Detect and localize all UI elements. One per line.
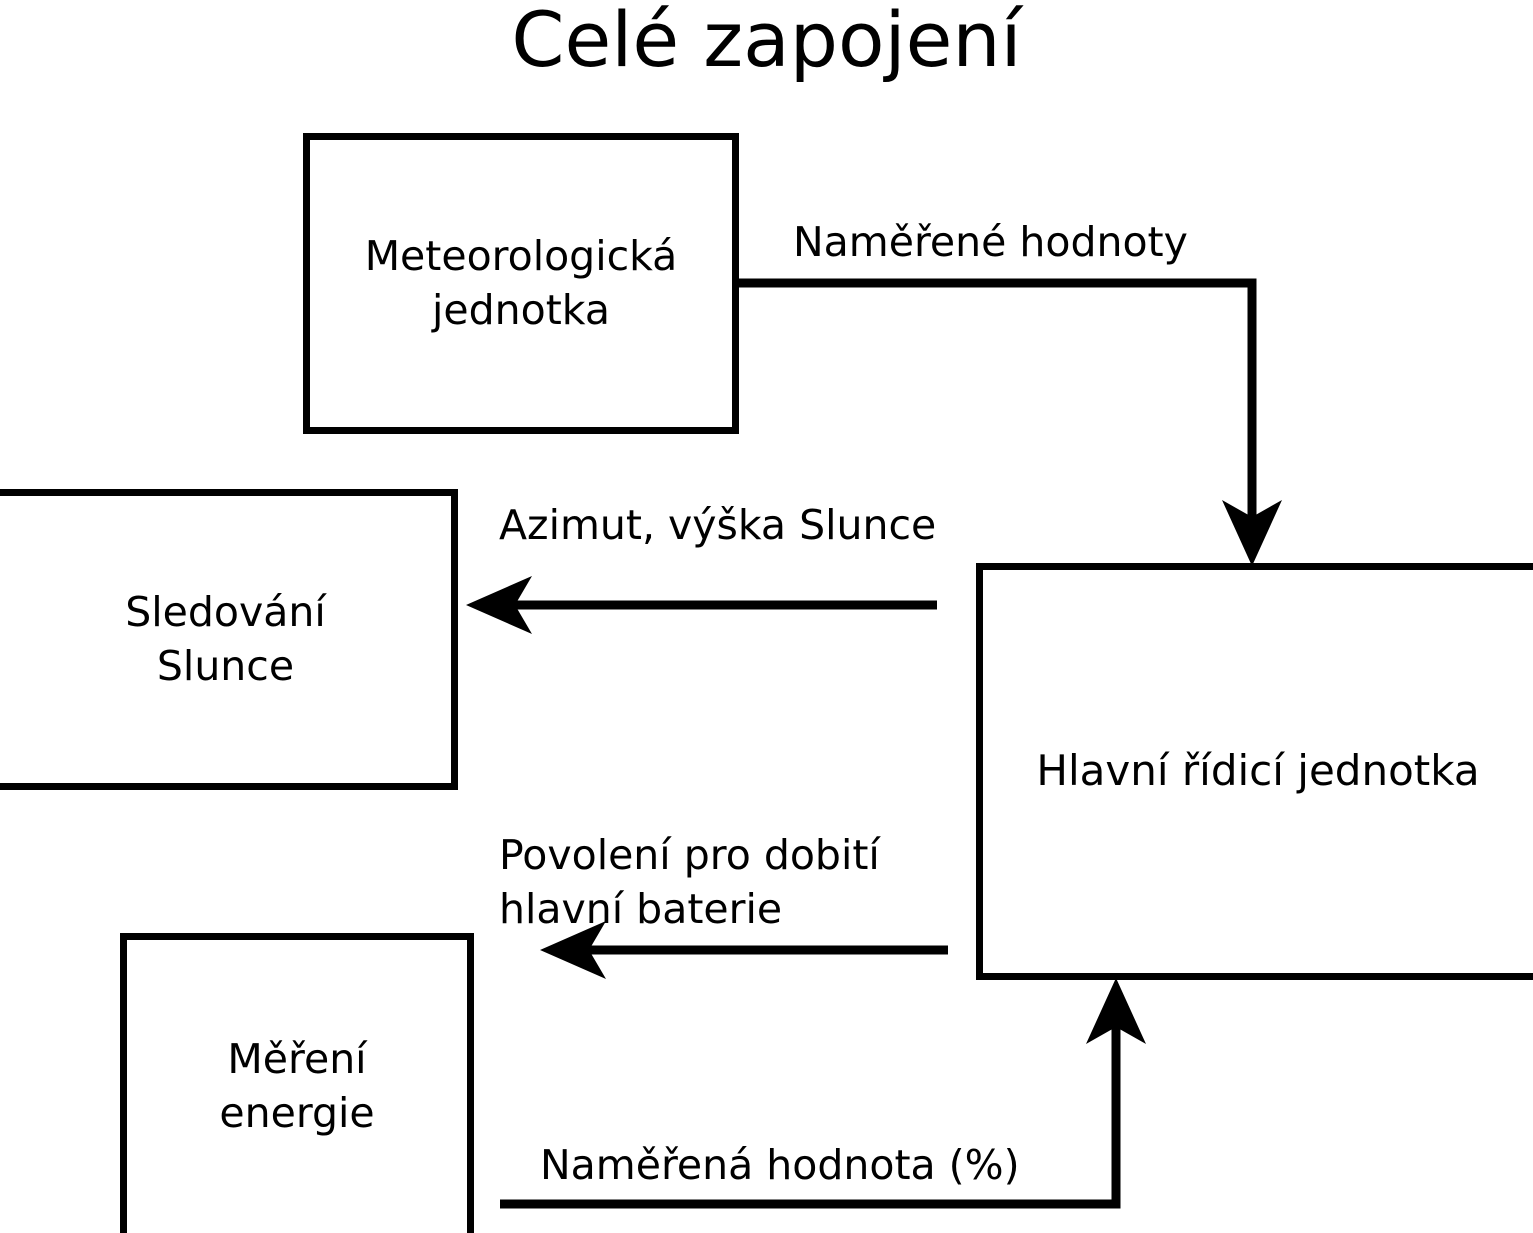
node-energy-measurement-label: Měření energie	[219, 1035, 375, 1137]
node-energy-measurement[interactable]: Měření energie	[120, 933, 474, 1233]
node-meteorological-unit-label: Meteorologická jednotka	[364, 232, 678, 334]
node-sun-tracking-label: Sledování Slunce	[125, 588, 326, 690]
connector-measured-values	[739, 278, 1282, 566]
node-meteorological-unit[interactable]: Meteorologická jednotka	[303, 133, 739, 434]
edge-label-measured-values: Naměřené hodnoty	[793, 218, 1188, 266]
page-title: Celé zapojení	[511, 0, 1022, 84]
edge-label-charge-permission: Povolení pro dobití hlavní baterie	[499, 831, 880, 934]
node-main-control-unit[interactable]: Hlavní řídicí jednotka	[976, 563, 1533, 980]
connector-charge-permission	[540, 921, 948, 979]
node-sun-tracking[interactable]: Sledování Slunce	[0, 489, 458, 790]
connector-azimuth	[466, 576, 937, 634]
edge-label-measured-value-percent: Naměřená hodnota (%)	[540, 1141, 1020, 1189]
edge-label-azimuth-sun-elevation: Azimut, výška Slunce	[499, 501, 937, 549]
node-main-control-unit-label: Hlavní řídicí jednotka	[1036, 746, 1480, 796]
connector-measured-percent	[500, 978, 1146, 1209]
